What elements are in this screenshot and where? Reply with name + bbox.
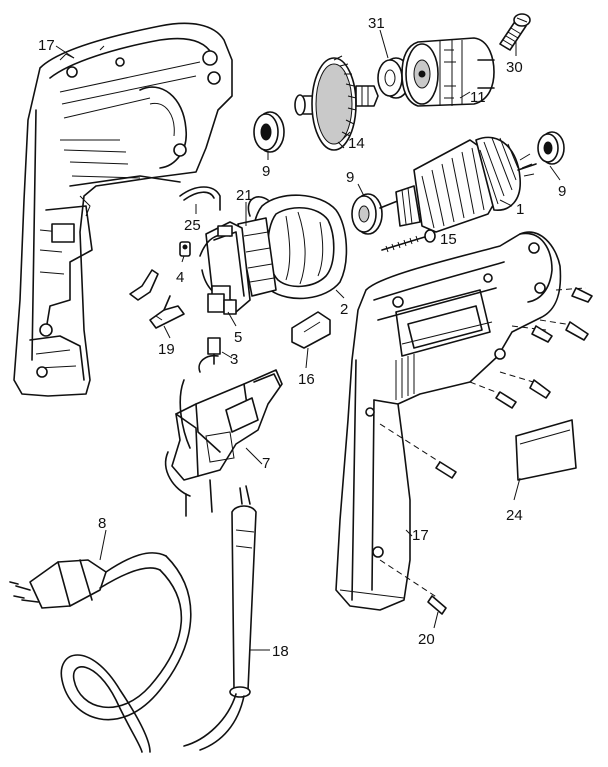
label-31: 31 (368, 15, 385, 32)
label-25: 25 (184, 217, 201, 234)
connector-3 (207, 337, 221, 365)
label-24: 24 (506, 507, 523, 524)
label-9-right: 9 (558, 183, 566, 200)
cord-clamp-16 (291, 311, 331, 349)
label-5: 5 (234, 329, 242, 346)
label-2: 2 (340, 301, 348, 318)
bearing-9-right (537, 131, 565, 165)
brush-holder (199, 221, 251, 313)
left-housing-half (13, 22, 233, 397)
terminals-19 (129, 269, 185, 329)
plug-and-cord (9, 552, 192, 753)
chuck-screw (499, 13, 531, 51)
bearing-9-middle (351, 193, 383, 235)
label-9-left: 9 (262, 163, 270, 180)
label-7: 7 (262, 455, 270, 472)
label-15: 15 (440, 231, 457, 248)
label-16: 16 (298, 371, 315, 388)
label-14: 14 (348, 135, 365, 152)
label-3: 3 (230, 351, 238, 368)
screw-15 (381, 229, 436, 253)
label-20: 20 (418, 631, 435, 648)
label-17-right-housing: 17 (412, 527, 429, 544)
brush-5 (207, 293, 237, 315)
spindle-gear (294, 55, 379, 151)
strain-relief-and-cord (183, 485, 257, 751)
label-19: 19 (158, 341, 175, 358)
bearing-9-left (253, 111, 285, 153)
label-4: 4 (176, 269, 184, 286)
label-11: 11 (470, 89, 486, 106)
label-18: 18 (272, 643, 289, 660)
switch (165, 354, 283, 517)
part-number-labels: 17 31 30 11 14 9 9 9 1 21 25 15 4 2 19 5… (38, 15, 566, 660)
label-17-left-housing: 17 (38, 37, 55, 54)
label-1: 1 (516, 201, 524, 218)
motor-field (237, 194, 348, 300)
label-9-middle: 9 (346, 169, 354, 186)
armature (379, 136, 537, 233)
label-21: 21 (236, 187, 253, 204)
leader-lines (55, 29, 561, 651)
right-housing-half (335, 231, 562, 611)
nameplate-24 (515, 419, 577, 481)
label-8: 8 (98, 515, 106, 532)
chuck (401, 37, 495, 107)
brush-spring-25 (179, 186, 221, 211)
housing-screws (379, 287, 593, 615)
label-30: 30 (506, 59, 523, 76)
brush-4 (179, 241, 191, 257)
